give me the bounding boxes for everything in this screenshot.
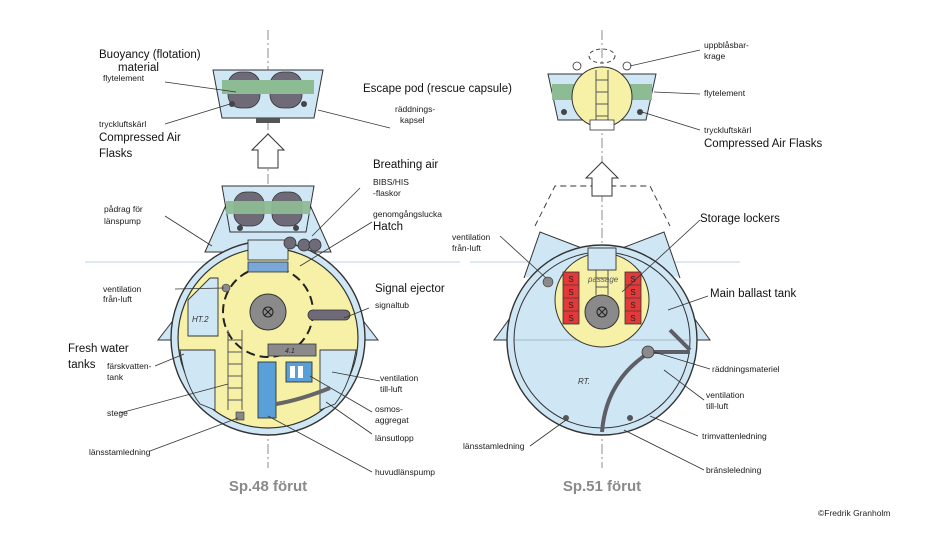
label-buoyancy: Buoyancy (flotation) — [99, 49, 201, 61]
label-raddningsmateriel: räddningsmateriel — [712, 364, 780, 374]
svg-text:S: S — [630, 288, 635, 297]
label-lansutlopp: länsutlopp — [375, 433, 414, 443]
right-section: S S S S S S S S — [470, 30, 740, 468]
label-lansstamledning-right: länsstamledning — [463, 441, 525, 451]
storage-lockers: S S S S S S S S — [562, 271, 642, 325]
svg-text:S: S — [568, 314, 573, 323]
title-sp48: Sp.48 förut — [229, 478, 307, 495]
leader-lines — [119, 49, 711, 473]
label-signal-ejector: Signal ejector — [375, 283, 445, 295]
label-compressed-air-right: Compressed Air Flasks — [704, 138, 822, 150]
svg-text:S: S — [568, 301, 573, 310]
label-ventilation-till-2: till-luft — [380, 384, 403, 394]
label-storage-lockers: Storage lockers — [700, 213, 780, 225]
label-tank-41: 4.1 — [285, 348, 295, 355]
label-bransleledning: bränsleledning — [706, 465, 762, 475]
label-ventilation-till-1: ventilation — [380, 373, 419, 383]
left-up-arrow-icon — [250, 133, 286, 169]
svg-text:S: S — [568, 288, 573, 297]
svg-text:S: S — [630, 314, 635, 323]
label-ventilation-fran-right-1: ventilation — [452, 232, 491, 242]
label-flytelement-right: flytelement — [704, 88, 746, 98]
left-escape-pod — [212, 69, 324, 123]
label-farskvatten-2: tank — [107, 372, 124, 382]
label-ventilation-till-right-1: ventilation — [706, 390, 745, 400]
label-raddnings-1: räddnings- — [395, 104, 435, 114]
label-tryckluftskarl-right: tryckluftskärl — [704, 125, 751, 135]
label-tryckluftskarl-left: tryckluftskärl — [99, 119, 146, 129]
label-ventilation-fran-right-2: från-luft — [452, 243, 481, 253]
label-material: material — [118, 62, 159, 74]
label-compressed-air-1: Compressed Air — [99, 132, 181, 144]
label-passage: passage — [587, 275, 619, 284]
label-farskvatten-1: färskvatten- — [107, 361, 152, 371]
label-breathing-air: Breathing air — [373, 159, 438, 171]
title-sp51: Sp.51 förut — [563, 478, 641, 495]
label-fresh-water-2: tanks — [68, 359, 96, 371]
label-signaltub: signaltub — [375, 300, 409, 310]
credit-text: ©Fredrik Granholm — [818, 508, 890, 518]
label-padrag-2: länspump — [104, 216, 141, 226]
label-main-ballast: Main ballast tank — [710, 288, 797, 300]
left-section — [85, 30, 460, 468]
right-labels: uppblåsbar- krage flytelement trycklufts… — [452, 40, 822, 495]
label-compressed-air-2: Flasks — [99, 148, 132, 160]
center-labels: Escape pod (rescue capsule) räddnings- k… — [363, 83, 512, 125]
label-uppblasbar-1: uppblåsbar- — [704, 40, 749, 50]
label-raddnings-2: kapsel — [400, 115, 425, 125]
label-stege: stege — [107, 408, 128, 418]
svg-text:S: S — [568, 275, 573, 284]
label-ventilation-fran-2: från-luft — [103, 294, 132, 304]
left-labels: Buoyancy (flotation) material flytelemen… — [68, 49, 445, 495]
label-uppblasbar-2: krage — [704, 51, 726, 61]
svg-text:S: S — [630, 301, 635, 310]
label-ht2: HT.2 — [192, 315, 209, 324]
right-up-arrow-icon — [584, 161, 620, 197]
label-hatch: Hatch — [373, 221, 403, 233]
label-fresh-water-1: Fresh water — [68, 343, 129, 355]
label-bibs-2: -flaskor — [373, 188, 401, 198]
label-genomgangslucka: genomgångslucka — [373, 209, 442, 219]
label-flytelement-left: flytelement — [103, 73, 145, 83]
label-bibs-1: BIBS/HIS — [373, 177, 409, 187]
label-escape-pod: Escape pod (rescue capsule) — [363, 83, 512, 95]
label-trimvattenledning: trimvattenledning — [702, 431, 767, 441]
label-osmos-1: osmos- — [375, 404, 403, 414]
label-padrag-1: pådrag för — [104, 204, 143, 214]
label-ventilation-till-right-2: till-luft — [706, 401, 729, 411]
label-lansstamledning-left: länsstamledning — [89, 447, 151, 457]
right-escape-pod — [547, 48, 657, 131]
label-rt: RT. — [578, 377, 590, 386]
label-ventilation-fran-1: ventilation — [103, 284, 142, 294]
label-huvudlanspump: huvudlänspump — [375, 467, 435, 477]
label-osmos-2: aggregat — [375, 415, 409, 425]
svg-text:S: S — [630, 275, 635, 284]
